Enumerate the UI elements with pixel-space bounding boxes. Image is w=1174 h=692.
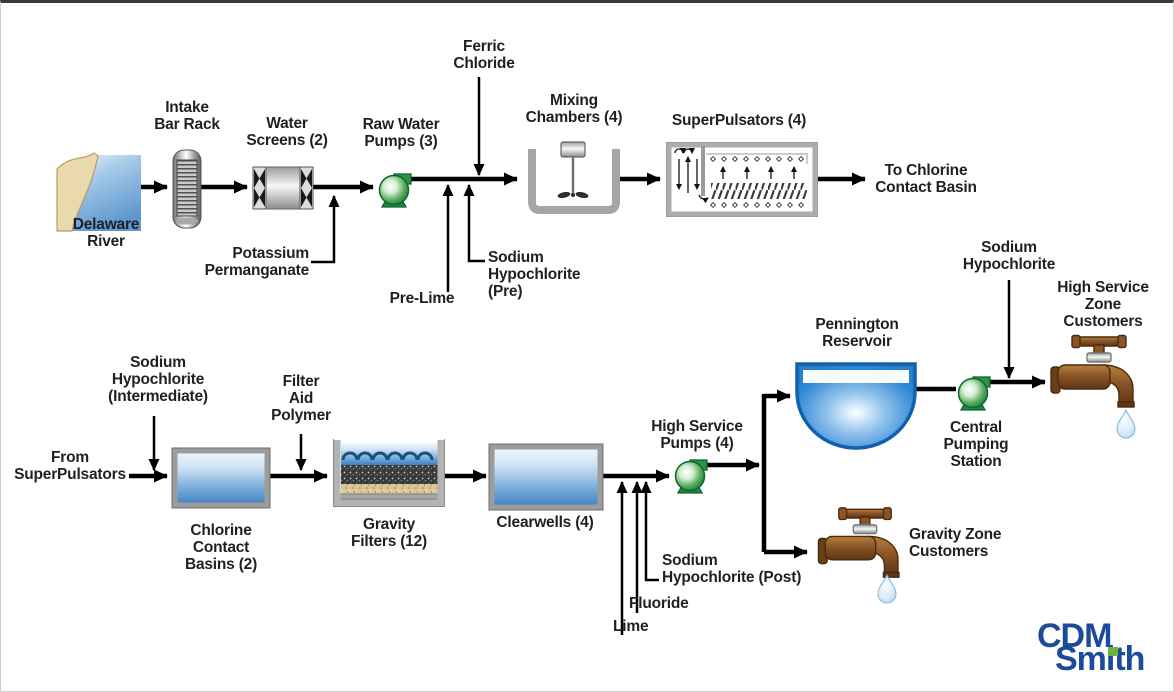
label-ferric-chloride: Ferric Chloride <box>453 38 515 72</box>
logo-line-smith: Smith <box>1055 640 1145 678</box>
label-pennington-reservoir: Pennington Reservoir <box>815 316 899 350</box>
label-sodium-hypochlorite-intermediate: Sodium Hypochlorite (Intermediate) <box>108 354 208 405</box>
main-flow-lines <box>129 172 1046 559</box>
chlorine-contact-basin-icon <box>171 447 271 509</box>
label-sodium-hypochlorite-right: Sodium Hypochlorite <box>962 239 1056 273</box>
label-superpulsators: SuperPulsators (4) <box>671 112 807 129</box>
superpulsator-icon <box>666 142 818 217</box>
gravity-zone-faucet-icon <box>817 507 900 578</box>
label-lime: Lime <box>613 618 649 635</box>
label-sodium-hypochlorite-post: Sodium Hypochlorite (Post) <box>662 552 802 586</box>
label-high-service-pumps: High Service Pumps (4) <box>651 418 743 452</box>
cdm-smith-logo: CDM Smith <box>1029 617 1169 687</box>
label-raw-water-pumps: Raw Water Pumps (3) <box>362 116 440 150</box>
intake-bar-rack-icon <box>172 149 202 229</box>
label-filter-aid-polymer: Filter Aid Polymer <box>271 373 331 424</box>
logo-green-dot-icon <box>1108 647 1118 656</box>
raw-water-pump-icon <box>378 173 412 208</box>
high-service-drop-icon <box>1116 409 1136 439</box>
label-pre-lime: Pre-Lime <box>389 290 455 307</box>
mixing-chamber-icon <box>528 141 620 214</box>
river-icon <box>56 152 141 232</box>
label-from-superpulsators: From SuperPulsators <box>14 449 126 483</box>
label-chlorine-contact-basins: Chlorine Contact Basins (2) <box>184 522 258 573</box>
gravity-filter-icon <box>333 439 445 507</box>
label-central-pumping-station: Central Pumping Station <box>943 419 1009 470</box>
label-delaware-river: Delaware River <box>72 216 140 250</box>
label-fluoride: Fluoride <box>629 595 689 612</box>
high-service-faucet-icon <box>1050 334 1135 408</box>
logo-line-cdm: CDM <box>1037 617 1112 655</box>
label-clearwells: Clearwells (4) <box>496 514 594 531</box>
label-gravity-filters: Gravity Filters (12) <box>351 516 427 550</box>
label-high-service-zone-customers: High Service Zone Customers <box>1057 279 1149 330</box>
label-sodium-hypochlorite-pre: Sodium Hypochlorite (Pre) <box>488 249 581 300</box>
label-gravity-zone-customers: Gravity Zone Customers <box>909 526 1002 560</box>
label-water-screens: Water Screens (2) <box>246 115 328 149</box>
reservoir-icon <box>795 362 917 450</box>
label-to-chlorine-contact-basin: To Chlorine Contact Basin <box>875 162 977 196</box>
diagram-canvas <box>56 77 1136 635</box>
label-intake-bar-rack: Intake Bar Rack <box>154 99 220 133</box>
gravity-zone-drop-icon <box>877 574 897 604</box>
label-mixing-chambers: Mixing Chambers (4) <box>525 92 623 126</box>
central-pumping-station-icon <box>957 376 991 411</box>
high-service-pump-icon <box>674 459 708 494</box>
water-screens-icon <box>252 166 314 210</box>
clearwells-icon <box>488 443 604 511</box>
label-potassium-permanganate: Potassium Permanganate <box>204 245 310 279</box>
chemical-feed-lines <box>148 77 1015 635</box>
